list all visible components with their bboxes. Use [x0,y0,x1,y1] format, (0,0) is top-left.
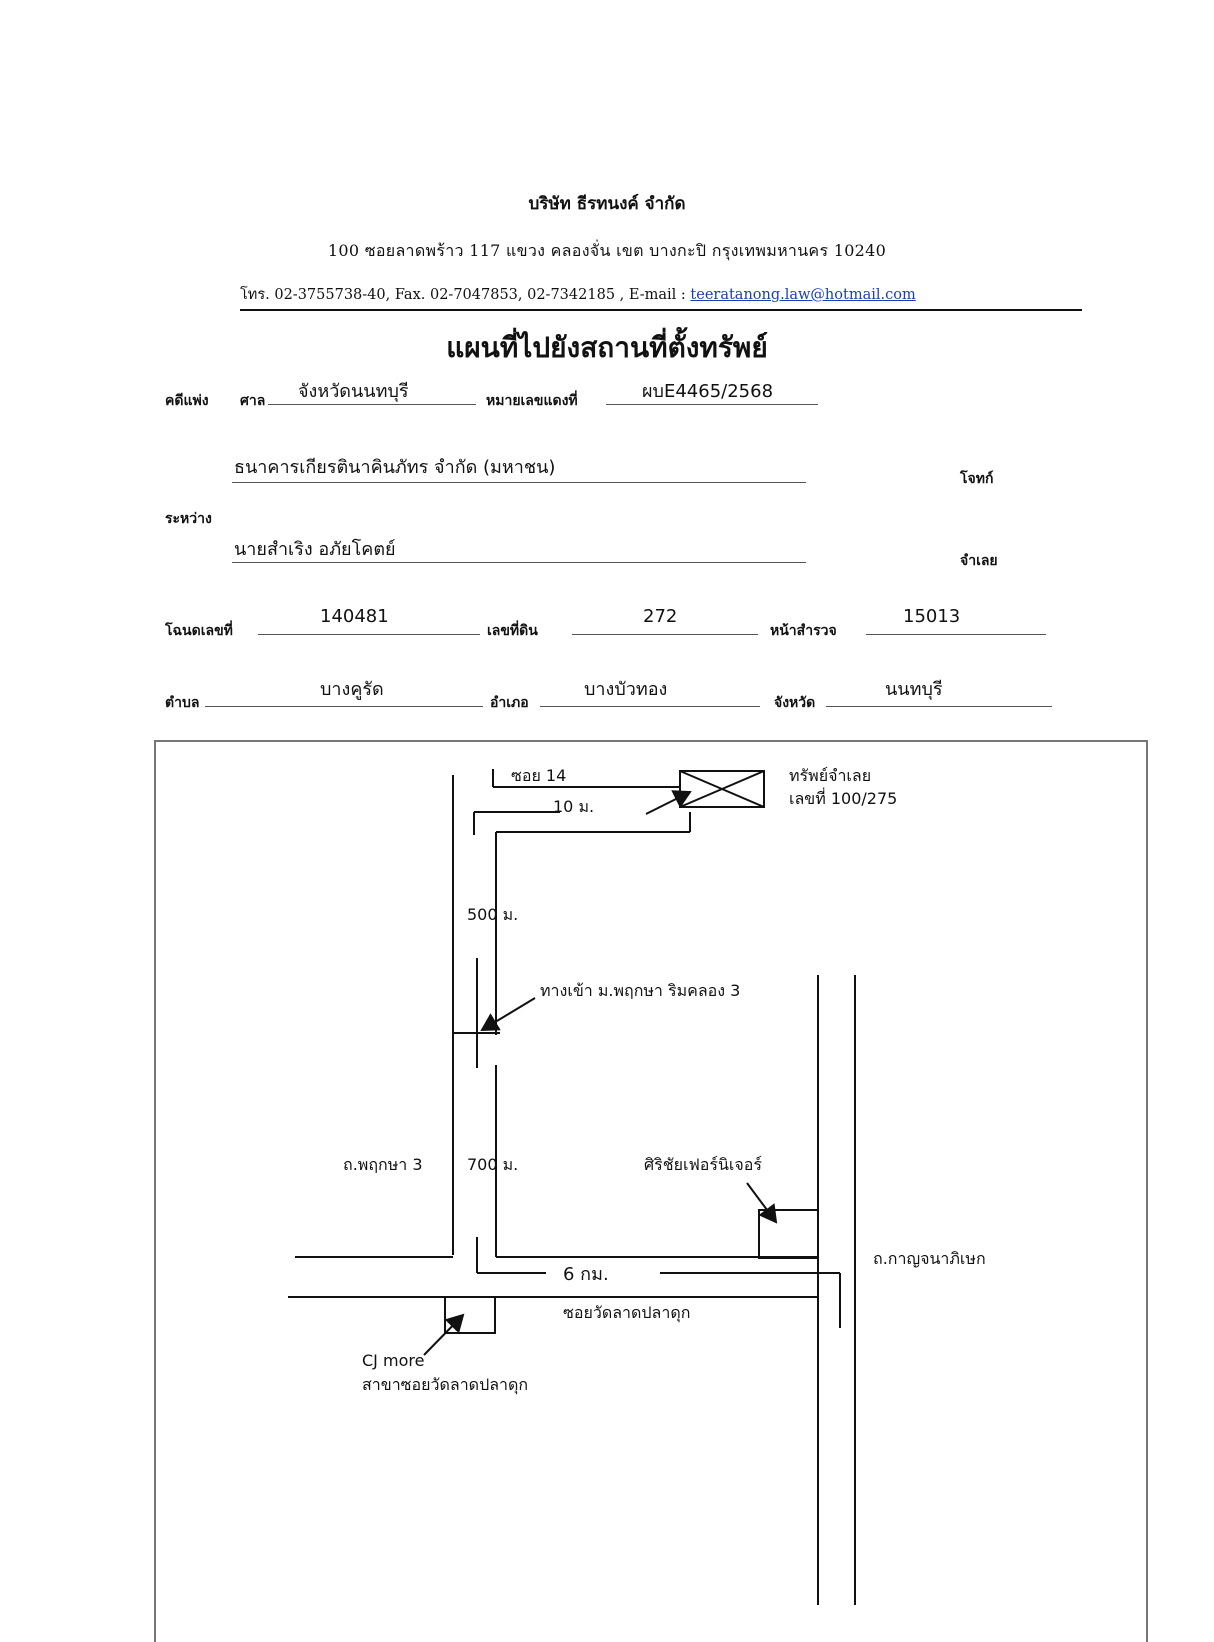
deed-underline [258,634,480,635]
district-underline [540,706,760,707]
label-subdistrict: ตำบล [165,695,200,711]
map-label-cj-1: CJ more [362,1351,424,1370]
map-label-cj-2: สาขาซอยวัดลาดปลาดุก [362,1375,528,1395]
label-civil-case: คดีแพ่ง [165,393,209,409]
plaintiff-name: ธนาคารเกียรตินาคินภัทร จำกัด (มหาชน) [234,457,556,478]
cj-box [444,1296,496,1334]
land-no-underline [572,634,758,635]
label-deed: โฉนดเลขที่ [165,623,233,639]
label-defendant: จำเลย [960,553,998,569]
province-value: นนทบุรี [885,679,943,700]
company-contact: โทร. 02-3755738-40, Fax. 02-7047853, 02-… [240,283,1082,311]
entrance-arrow [480,997,536,1032]
subdistrict-value: บางคูรัด [320,679,384,700]
page-title: แผนที่ไปยังสถานที่ตั้งทรัพย์ [446,331,768,364]
map-label-pruksa-road: ถ.พฤกษา 3 [343,1155,423,1174]
map-label-kanchana-road: ถ.กาญจนาภิเษก [873,1249,986,1268]
company-address: 100 ซอยลาดพร้าว 117 แขวง คลองจั่น เขต บา… [327,241,887,260]
land-no-value: 272 [643,606,678,627]
label-district: อำเภอ [490,695,529,711]
map-label-property-2: เลขที่ 100/275 [789,787,897,808]
map-label-700m: 700 ม. [467,1155,518,1174]
label-province: จังหวัด [774,695,816,711]
label-black-no: หมายเลขแดงที่ [486,393,578,409]
map-label-soi14: ซอย 14 [511,766,566,785]
map-label-10m: 10 ม. [553,797,594,816]
black-no-underline [606,404,818,405]
map-label-soi-wat: ซอยวัดลาดปลาดุก [563,1303,690,1323]
plaintiff-underline [232,482,806,483]
map-frame [154,740,1148,1642]
defendant-underline [232,562,806,563]
map-label-village-entrance: ทางเข้า ม.พฤกษา ริมคลอง 3 [540,981,740,1000]
email-link[interactable]: teeratanong.law@hotmail.com [690,287,916,303]
property-x-2 [679,770,765,808]
furniture-box [758,1209,819,1259]
label-court: ศาล [240,393,266,409]
label-land-no: เลขที่ดิน [487,623,538,639]
court-underline [268,404,476,405]
label-plaintiff: โจทก์ [960,471,994,487]
label-between: ระหว่าง [165,511,212,527]
map-label-furniture: ศิริชัยเฟอร์นิเจอร์ [644,1155,762,1174]
black-no-value: ผบE4465/2568 [642,381,774,402]
label-survey: หน้าสำรวจ [770,623,837,639]
company-name: บริษัท ธีรทนงค์ จำกัด [528,194,686,214]
deed-value: 140481 [320,606,389,627]
map-label-property-1: ทรัพย์จำเลย [789,766,871,785]
survey-value: 15013 [903,606,961,627]
district-value: บางบัวทอง [584,679,668,700]
defendant-name: นายสำเริง อภัยโคตย์ [234,539,396,560]
furniture-arrow [746,1182,778,1224]
map-label-6km: 6 กม. [563,1264,609,1285]
property-box [679,770,765,808]
survey-underline [866,634,1046,635]
property-arrow [645,790,692,815]
cj-arrow [423,1313,465,1356]
province-underline [826,706,1052,707]
contact-phone-fax: โทร. 02-3755738-40, Fax. 02-7047853, 02-… [240,287,691,303]
subdistrict-underline [205,706,483,707]
map-label-500m: 500 ม. [467,905,518,924]
court-value: จังหวัดนนทบุรี [298,381,409,402]
